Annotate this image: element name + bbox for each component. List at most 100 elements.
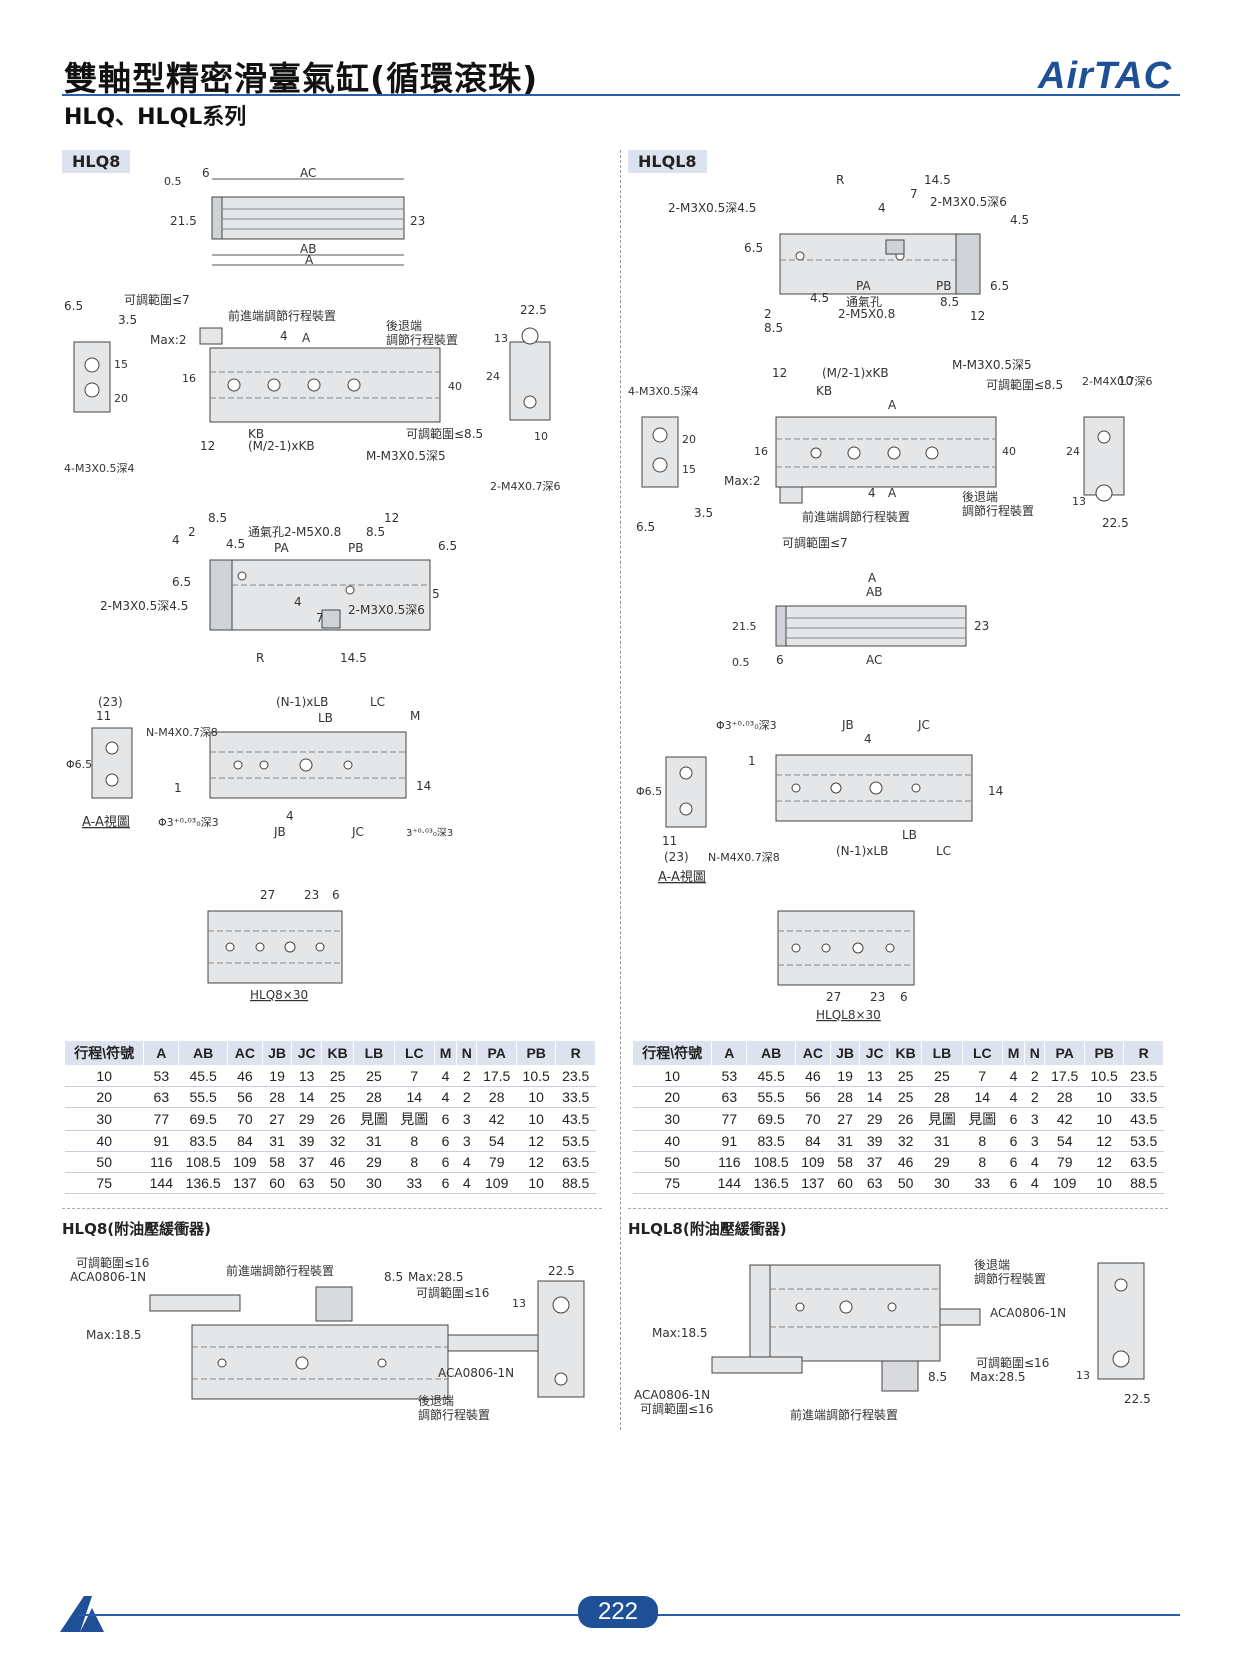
svg-text:2: 2 <box>764 307 772 321</box>
value-cell: 37 <box>291 1151 322 1173</box>
value-cell: 23.5 <box>1123 1065 1164 1087</box>
svg-text:(N-1)xLB: (N-1)xLB <box>836 844 888 858</box>
value-cell: 25 <box>321 1065 354 1087</box>
value-cell: 79 <box>476 1151 517 1173</box>
svg-text:M-M3X0.5深5: M-M3X0.5深5 <box>952 358 1032 372</box>
svg-text:JC: JC <box>917 718 930 732</box>
value-cell: 137 <box>795 1172 831 1194</box>
value-cell: 53.5 <box>555 1130 596 1152</box>
svg-text:4.5: 4.5 <box>1010 213 1029 227</box>
svg-text:HLQ8×30: HLQ8×30 <box>250 988 308 1002</box>
value-cell: 28 <box>476 1086 517 1108</box>
value-cell: 26 <box>889 1107 922 1131</box>
value-cell: 53.5 <box>1123 1130 1164 1152</box>
svg-text:10: 10 <box>534 430 548 443</box>
value-cell: 4 <box>1002 1086 1025 1108</box>
value-cell: 27 <box>830 1107 860 1131</box>
footer-logo-icon <box>60 1596 104 1632</box>
stroke-cell: 40 <box>64 1130 144 1152</box>
value-cell: 42 <box>476 1107 517 1131</box>
value-cell: 55.5 <box>746 1086 796 1108</box>
svg-text:23: 23 <box>870 990 885 1004</box>
stroke-cell: 75 <box>632 1172 712 1194</box>
svg-text:21.5: 21.5 <box>732 620 757 633</box>
svg-text:3.5: 3.5 <box>694 506 713 520</box>
svg-text:6.5: 6.5 <box>172 575 191 589</box>
value-cell: 3 <box>456 1107 477 1131</box>
value-cell: 144 <box>711 1172 747 1194</box>
value-cell: 6 <box>434 1130 457 1152</box>
svg-text:可調範圍≤8.5: 可調範圍≤8.5 <box>406 426 483 441</box>
value-cell: 29 <box>291 1107 322 1131</box>
svg-text:2-M3X0.5深4.5: 2-M3X0.5深4.5 <box>668 201 756 215</box>
svg-text:6.5: 6.5 <box>438 539 457 553</box>
value-cell: 2 <box>1024 1086 1045 1108</box>
value-cell: 39 <box>859 1130 890 1152</box>
value-cell: 25 <box>889 1065 922 1087</box>
svg-text:4: 4 <box>286 809 294 823</box>
svg-text:HLQL8×30: HLQL8×30 <box>816 1008 881 1022</box>
value-cell: 56 <box>227 1086 263 1108</box>
svg-text:AB: AB <box>866 585 882 599</box>
svg-text:Φ3⁺⁰·⁰³₀深3: Φ3⁺⁰·⁰³₀深3 <box>716 719 777 732</box>
left-aa-view-drawing: (23) 11 N-M4X0.7深8 (N-1)xLB LC LB Φ6.5 M… <box>66 695 453 839</box>
svg-text:4: 4 <box>294 595 302 609</box>
svg-text:A: A <box>888 398 897 412</box>
stroke-cell: 50 <box>632 1151 712 1173</box>
value-cell: 26 <box>321 1107 354 1131</box>
stroke-cell: 40 <box>632 1130 712 1152</box>
svg-text:4: 4 <box>868 486 876 500</box>
svg-text:4.5: 4.5 <box>226 537 245 551</box>
svg-text:PA: PA <box>856 279 871 293</box>
svg-text:調節行程裝置: 調節行程裝置 <box>974 1271 1046 1286</box>
value-cell: 137 <box>227 1172 263 1194</box>
stroke-cell: 10 <box>632 1065 712 1087</box>
right-bottom-view-drawing: R 14.5 2-M3X0.5深4.5 7 2-M3X0.5深6 4 4.5 6… <box>668 173 1029 335</box>
svg-text:可調範圍≤8.5: 可調範圍≤8.5 <box>986 377 1063 392</box>
svg-text:N-M4X0.7深8: N-M4X0.7深8 <box>146 726 218 739</box>
value-cell: 25 <box>321 1086 354 1108</box>
svg-text:16: 16 <box>182 372 196 385</box>
svg-text:調節行程裝置: 調節行程裝置 <box>418 1407 490 1422</box>
value-cell: 37 <box>859 1151 890 1173</box>
value-cell: 69.5 <box>746 1107 796 1131</box>
svg-text:LC: LC <box>936 844 951 858</box>
svg-text:調節行程裝置: 調節行程裝置 <box>386 332 458 347</box>
value-cell: 6 <box>1002 1107 1025 1131</box>
svg-text:後退端: 後退端 <box>418 1394 454 1408</box>
value-cell: 6 <box>1002 1130 1025 1152</box>
value-cell: 2 <box>1024 1065 1045 1087</box>
stroke-cell: 10 <box>64 1065 144 1087</box>
svg-text:Max:28.5: Max:28.5 <box>408 1270 464 1284</box>
svg-text:20: 20 <box>114 392 128 405</box>
svg-text:14: 14 <box>988 784 1003 798</box>
page-title: 雙軸型精密滑臺氣缸(循環滾珠) <box>64 59 539 98</box>
value-cell: 4 <box>1002 1065 1025 1087</box>
svg-text:4-M3X0.5深4: 4-M3X0.5深4 <box>64 462 135 475</box>
svg-text:6.5: 6.5 <box>744 241 763 255</box>
dim-0-5: 0.5 <box>164 175 182 188</box>
value-cell: 70 <box>795 1107 831 1131</box>
svg-text:ACA0806-1N: ACA0806-1N <box>70 1270 146 1284</box>
value-cell: 13 <box>859 1065 890 1087</box>
value-cell: 見圖 <box>921 1107 963 1131</box>
svg-text:11: 11 <box>96 709 111 723</box>
svg-text:PB: PB <box>348 541 363 555</box>
page-subtitle: HLQ、HLQL系列 <box>64 105 247 130</box>
right-shock-section-label: HLQL8(附油壓緩衝器) <box>628 1220 787 1238</box>
svg-text:Max:28.5: Max:28.5 <box>970 1370 1026 1384</box>
svg-text:通氣孔2-M5X0.8: 通氣孔2-M5X0.8 <box>248 525 341 539</box>
svg-text:Max:2: Max:2 <box>724 474 761 488</box>
svg-text:5: 5 <box>432 587 440 601</box>
value-cell: 42 <box>1044 1107 1085 1131</box>
value-cell: 54 <box>1044 1130 1085 1152</box>
svg-text:JB: JB <box>841 718 854 732</box>
svg-text:前進端調節行程裝置: 前進端調節行程裝置 <box>226 1263 334 1278</box>
